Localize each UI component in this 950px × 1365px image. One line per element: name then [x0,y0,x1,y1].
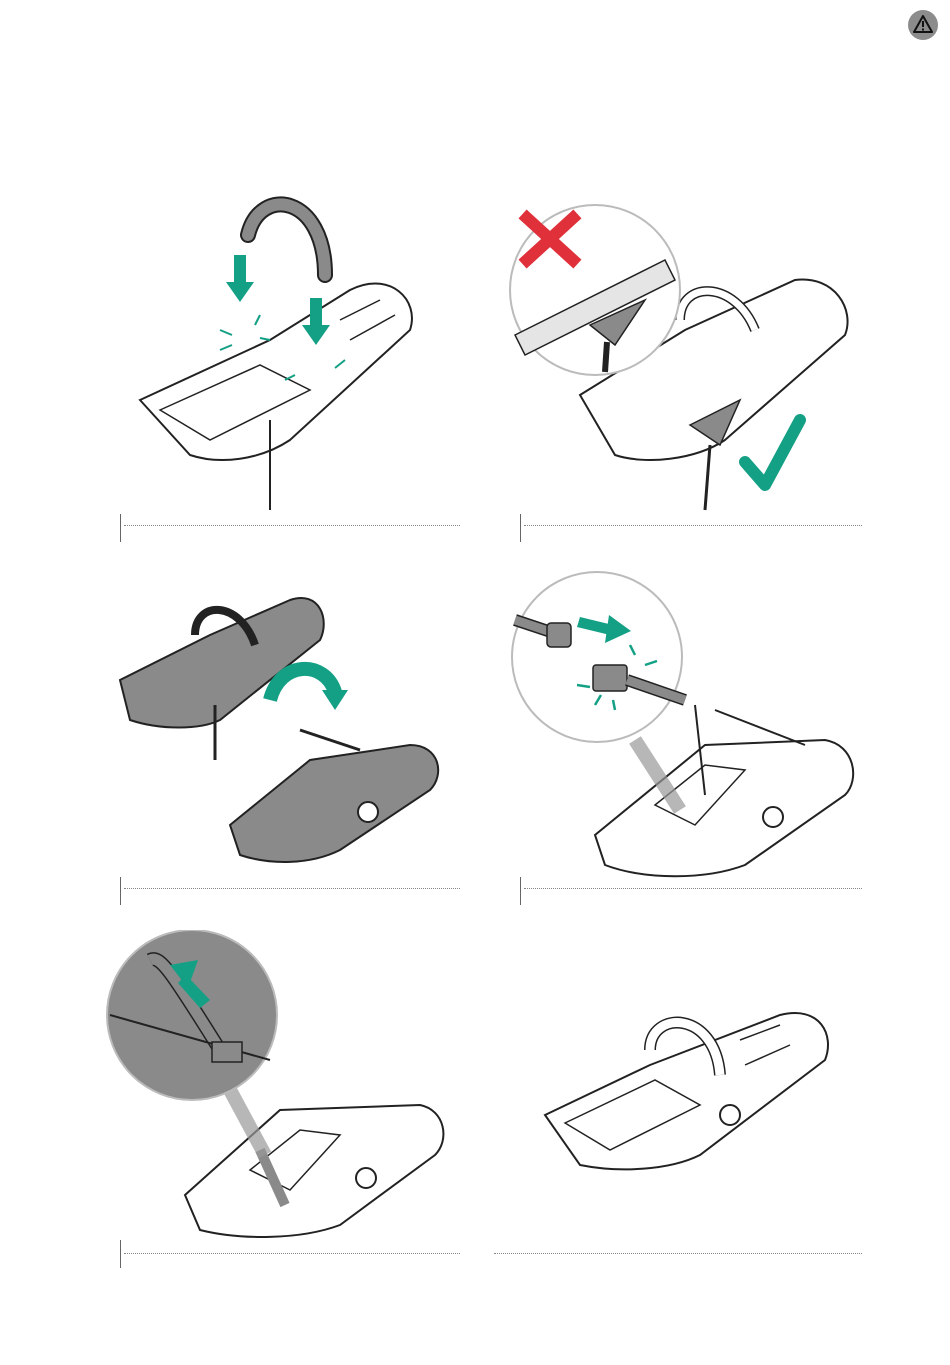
rotate-arrow-icon [270,669,335,700]
arrow-down-icon [226,255,254,302]
step-3-illustration [110,580,510,940]
check-icon [745,420,800,485]
step-6-illustration [530,1005,930,1365]
step-2-illustration [505,200,905,560]
step-1-illustration [120,190,520,550]
step-4-illustration [505,565,905,925]
step-5-illustration [100,930,500,1290]
warning-icon [907,9,939,41]
magnifier-circle [512,572,685,742]
magnifier-circle [107,930,277,1100]
